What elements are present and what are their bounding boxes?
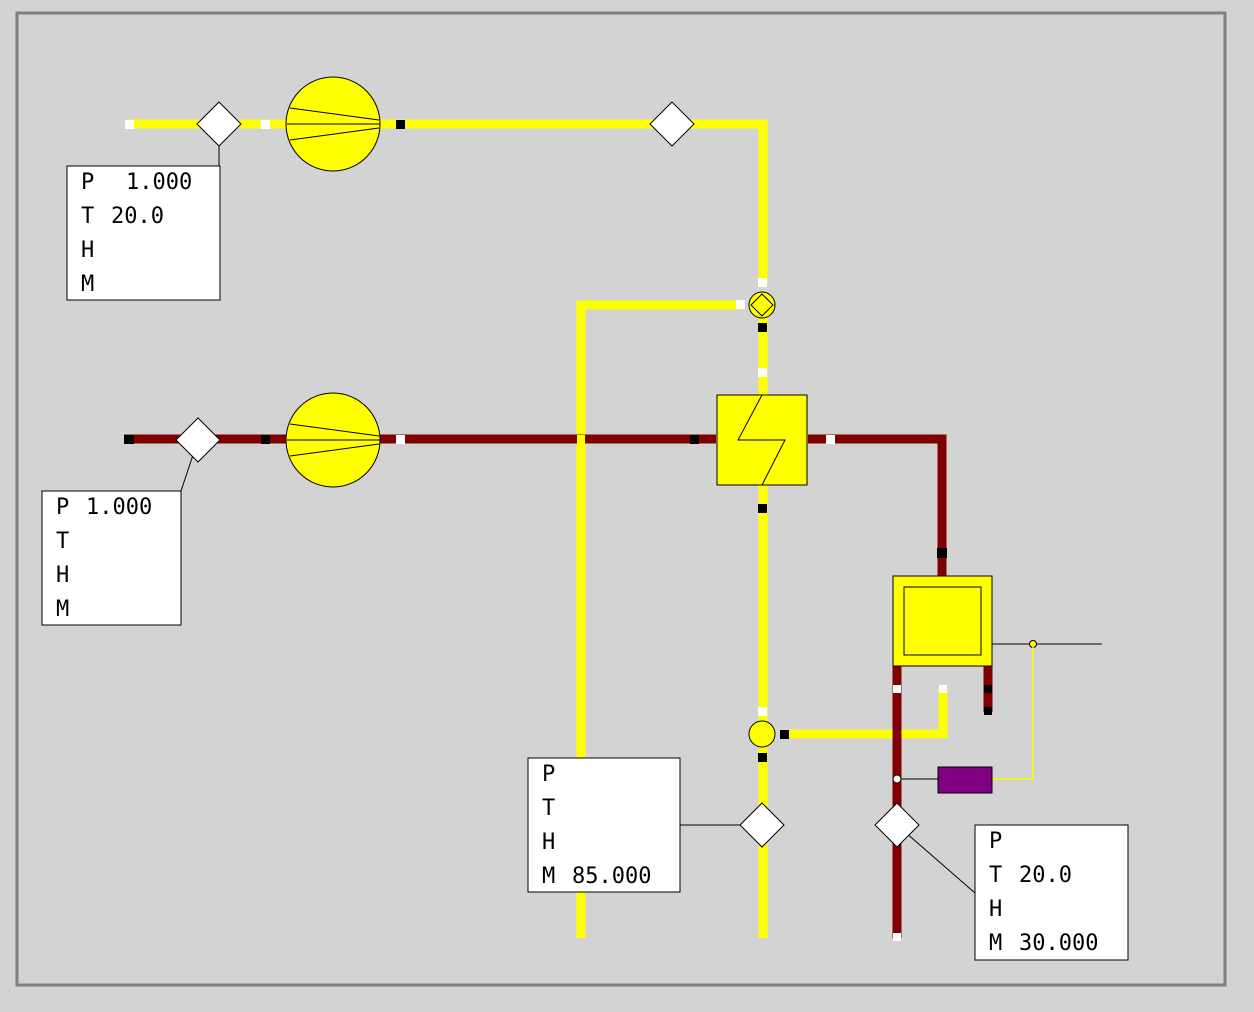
combustion-chamber-icon[interactable] (892, 575, 993, 667)
mixer-bottom-icon[interactable] (748, 720, 776, 748)
air-line-return (785, 688, 948, 739)
actuator-icon[interactable] (937, 766, 993, 794)
table-label: P (989, 829, 1002, 854)
port-marker (758, 278, 767, 287)
sensor-diamond-icon[interactable] (196, 101, 242, 147)
port-marker (984, 685, 992, 693)
port-marker (758, 504, 767, 513)
port-marker (736, 300, 745, 309)
table-label: H (56, 563, 69, 588)
table-label: T (989, 863, 1002, 888)
port-marker (690, 435, 699, 444)
port-marker (396, 120, 405, 129)
flue-line-right (808, 434, 947, 576)
signal-node (1029, 640, 1037, 648)
flue-lines (124, 434, 993, 938)
signal-node (892, 774, 902, 784)
table-value: 20.0 (111, 204, 164, 229)
heat-exchanger-icon[interactable] (716, 394, 808, 486)
sensor-diamond-icon[interactable] (175, 417, 221, 463)
port-marker (939, 685, 947, 693)
fan-bottom-icon[interactable] (285, 392, 381, 488)
port-marker (826, 435, 835, 444)
control-lines (892, 640, 1102, 794)
port-markers (124, 120, 992, 941)
fan-top-icon[interactable] (285, 76, 381, 172)
table-label: T (81, 204, 94, 229)
port-marker (261, 120, 270, 129)
table-label: T (542, 796, 555, 821)
table-label: H (542, 830, 555, 855)
value-table-2[interactable]: P 1.000 T H M (41, 490, 182, 626)
port-marker (780, 730, 789, 739)
port-marker (893, 685, 901, 693)
sensor-diamond-icon[interactable] (874, 802, 920, 848)
table-label: P (81, 170, 94, 195)
port-marker (937, 548, 947, 558)
table-label: H (81, 238, 94, 263)
table-label: M (56, 597, 69, 622)
port-marker (758, 323, 767, 332)
port-marker (758, 707, 767, 716)
splitter-top-icon[interactable] (748, 291, 776, 319)
port-marker (758, 368, 767, 377)
table-label: M (81, 272, 94, 297)
port-marker (125, 120, 134, 129)
table-label: M (542, 864, 555, 889)
value-table-1[interactable]: P 1.000 T 20.0 H M (66, 165, 221, 301)
port-marker (758, 753, 767, 762)
table-label: P (542, 762, 555, 787)
port-marker (396, 435, 405, 444)
sensor-diamond-icon[interactable] (649, 101, 695, 147)
table-label: M (989, 931, 1002, 956)
table-value: 30.000 (1019, 931, 1098, 956)
sensor-diamond-icon[interactable] (739, 802, 785, 848)
port-marker (261, 435, 270, 444)
sensors (175, 101, 920, 848)
value-table-3[interactable]: P T H M 85.000 (527, 757, 681, 893)
port-marker (893, 933, 901, 941)
table-label: H (989, 897, 1002, 922)
value-table-4[interactable]: P T 20.0 H M 30.000 (974, 824, 1129, 961)
table-value: 1.000 (126, 170, 192, 195)
table-value: 1.000 (86, 495, 152, 520)
table-label: T (56, 529, 69, 554)
port-marker (984, 707, 992, 715)
air-line-left-branch (576, 300, 745, 938)
line-crossing (577, 435, 585, 444)
table-value: 20.0 (1019, 863, 1072, 888)
port-marker (124, 435, 134, 444)
table-value: 85.000 (572, 864, 651, 889)
signal-line-yellow (992, 647, 1034, 780)
table-label: P (56, 495, 69, 520)
